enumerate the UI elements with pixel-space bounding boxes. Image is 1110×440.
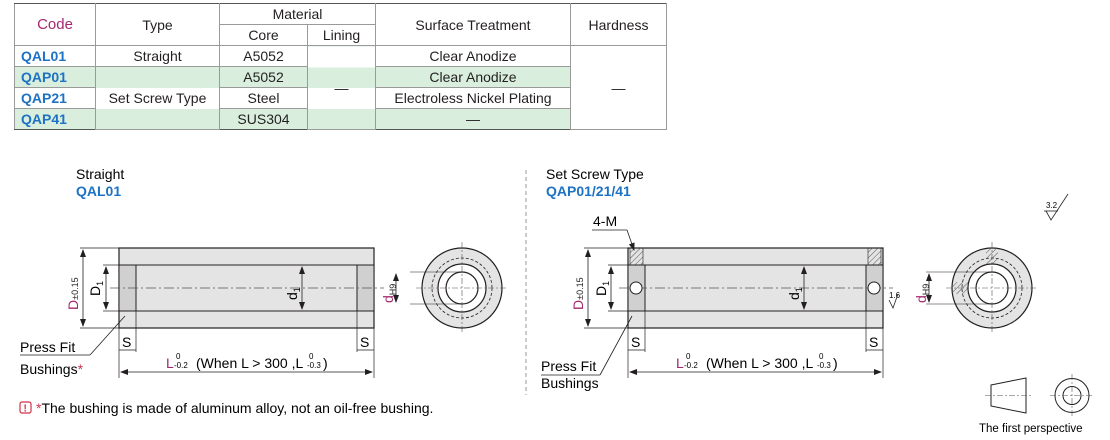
table-header-row: Code Type Material Surface Treatment Har… [14,3,667,46]
table-row: QAP01 Set Screw Type A5052 Clear Anodize [14,66,667,130]
dim-d1: d1 [284,287,302,300]
end-view-setscrew [946,242,1038,334]
label-4M: 4-M [593,213,617,229]
cell-surface: Clear Anodize [375,66,571,88]
hardness-dash: — [611,79,626,96]
label-bushings: Bushings* [20,361,84,377]
svg-text:L: L [676,355,684,371]
svg-text:-0.3: -0.3 [307,361,321,370]
dim-dH9: dH9 [913,284,931,303]
projection-label: The first perspective [979,423,1083,435]
cell-core: A5052 [219,66,308,88]
roughness-1-6: 1.6 [889,291,901,300]
dim-D: D±0.15 [570,277,586,310]
svg-text:): ) [833,355,838,371]
setscrew-hole-right [867,247,882,266]
dim-D1: D1 [593,281,611,296]
table-row: QAP41 SUS304 — [14,108,667,130]
svg-text:0: 0 [819,352,824,361]
warning-icon [19,401,32,414]
svg-text:-0.3: -0.3 [817,361,831,370]
label-press-fit: Press Fit [541,358,596,374]
svg-text:-0.2: -0.2 [174,361,188,370]
note: ! *The bushing is made of aluminum alloy… [19,400,433,416]
dim-S-right: S [869,334,878,350]
dim-D1: D1 [87,281,105,296]
setscrew-side-right [867,281,881,295]
header-hardness: Hardness [570,3,667,46]
dim-dH9: dH9 [380,284,398,303]
svg-text:(When L > 300 ,L: (When L > 300 ,L [196,355,303,371]
cell-hardness: — [570,45,667,130]
cell-type: Set Screw Type [95,66,220,130]
straight-drawing: Straight QAL01 D±0.15 D1 d1 S S [20,166,508,378]
cell-core: A5052 [219,45,308,67]
header-type: Type [95,3,220,46]
label-press-fit: Press Fit [20,339,75,355]
dim-L-text: L 0 -0.2 (When L > 300 ,L 0 -0.3 ) [676,352,838,371]
svg-text:): ) [323,355,328,371]
header-code: Code [14,3,96,46]
cell-surface: Clear Anodize [375,45,571,67]
dim-S-right: S [360,334,369,350]
svg-text:0: 0 [309,352,314,361]
cell-code: QAL01 [14,45,96,67]
cell-core: Steel [219,87,308,109]
setscrew-code: QAP01/21/41 [546,183,631,199]
roughness-symbol-icon [1045,193,1069,221]
label-bushings: Bushings [541,375,599,391]
cell-surface: Electroless Nickel Plating [375,87,571,109]
svg-text:(When L > 300 ,L: (When L > 300 ,L [706,355,813,371]
end-view-straight [416,242,508,334]
lining-dash: — [334,79,349,96]
dim-S-left: S [631,334,640,350]
svg-text:0: 0 [176,352,181,361]
cell-surface: — [375,108,571,130]
spec-table: Code Type Material Surface Treatment Har… [14,3,667,130]
cell-core: SUS304 [219,108,308,130]
dim-d1: d1 [786,287,804,300]
svg-text:0: 0 [686,352,691,361]
note-text: *The bushing is made of aluminum alloy, … [36,400,433,416]
straight-title: Straight [76,166,124,182]
header-lining: Lining [307,24,376,46]
table-subheader-row: Core Lining [15,24,667,46]
setscrew-title: Set Screw Type [546,166,644,182]
cell-lining: — [307,45,376,130]
svg-text:!: ! [24,404,27,415]
setscrew-drawing: Set Screw Type QAP01/21/41 4-M D±0.15 D1… [541,166,1069,391]
cell-code: QAP41 [14,108,96,130]
svg-text:-0.2: -0.2 [684,361,698,370]
dim-D: D±0.15 [65,277,81,310]
roughness-3-2: 3.2 [1046,201,1058,210]
setscrew-hole-left [629,247,644,266]
dim-L-text: L 0 -0.2 (When L > 300 ,L 0 -0.3 ) [166,352,328,371]
projection-symbol-icon [985,374,1094,417]
table-row: QAL01 Straight A5052 — Clear Anodize — [14,45,667,130]
straight-code: QAL01 [76,183,121,199]
table-row: QAP21 Steel Electroless Nickel Plating [14,87,667,109]
setscrew-side-left [629,281,643,295]
dim-S-left: S [122,334,131,350]
svg-text:L: L [166,355,174,371]
